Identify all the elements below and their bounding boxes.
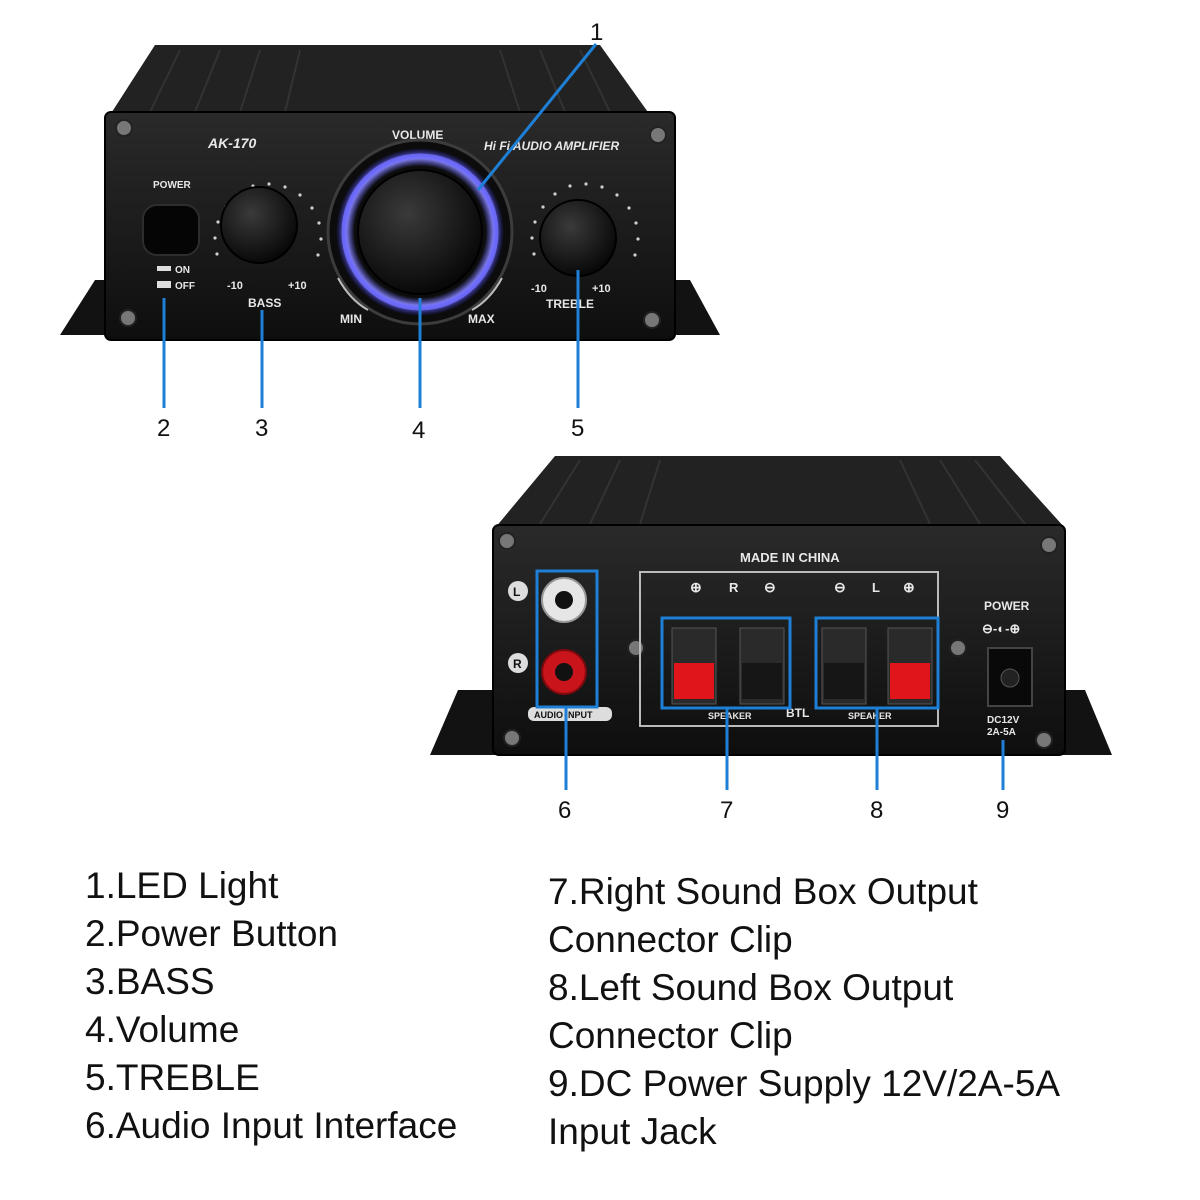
back-power-label: POWER — [984, 599, 1030, 613]
front-callout-lines — [162, 43, 598, 408]
right-speaker-label: SPEAKER — [708, 711, 752, 721]
legend-item: 3.BASS — [85, 961, 215, 1002]
audio-input-label: AUDIO INPUT — [534, 710, 593, 720]
audio-input-badge — [528, 707, 612, 721]
bass-label: BASS — [248, 296, 281, 310]
front-chassis-top — [110, 45, 650, 115]
rca-left-hole — [555, 591, 573, 609]
btl-label: BTL — [786, 706, 809, 720]
bass-knob[interactable] — [220, 186, 298, 264]
dc-rating-1: DC12V — [987, 715, 1020, 726]
volume-max-label: MAX — [468, 312, 495, 326]
legend-item: Connector Clip — [548, 919, 793, 960]
legend-item: 9.DC Power Supply 12V/2A-5A — [548, 1063, 1061, 1104]
treble-dial-dots — [530, 182, 640, 257]
amplifier-diagram: AK-170 Hi Fi AUDIO AMPLIFIER POWER ON OF… — [60, 19, 1112, 824]
legend-item: 1.LED Light — [85, 865, 279, 906]
volume-label: VOLUME — [392, 128, 443, 142]
left-speaker-label: SPEAKER — [848, 711, 892, 721]
input-r-label: R — [513, 657, 522, 671]
model-label: AK-170 — [207, 135, 256, 151]
front-panel-view: AK-170 Hi Fi AUDIO AMPLIFIER POWER ON OF… — [60, 45, 720, 341]
legend-item: Input Jack — [548, 1111, 717, 1152]
input-r-badge — [508, 653, 528, 673]
dc-jack-hole — [1000, 668, 1020, 688]
rca-right-hole — [555, 663, 573, 681]
volume-knob[interactable] — [357, 169, 483, 295]
on-label: ON — [175, 265, 190, 276]
callout-7: 7 — [720, 797, 733, 824]
bass-min-label: -10 — [227, 280, 243, 292]
input-l-label: L — [513, 585, 520, 599]
volume-min-arrow — [337, 277, 369, 311]
callout-1: 1 — [590, 19, 603, 46]
l-channel-label: L — [872, 580, 880, 595]
legend-item: 4.Volume — [85, 1009, 240, 1050]
power-label: POWER — [153, 180, 192, 191]
callout-4: 4 — [412, 417, 425, 444]
callout-5: 5 — [571, 415, 584, 442]
r-minus: ⊖ — [764, 579, 776, 595]
legend-item: Connector Clip — [548, 1015, 793, 1056]
power-button[interactable] — [142, 204, 200, 256]
made-in-label: MADE IN CHINA — [740, 550, 840, 565]
r-plus: ⊕ — [690, 579, 702, 595]
legend-item: 8.Left Sound Box Output — [548, 967, 954, 1008]
on-indicator — [157, 266, 171, 271]
back-screws — [498, 532, 1058, 749]
treble-label: TREBLE — [546, 297, 594, 311]
subtitle-label: Hi Fi AUDIO AMPLIFIER — [484, 139, 619, 153]
callout-3: 3 — [255, 415, 268, 442]
l-minus: ⊖ — [834, 579, 846, 595]
off-indicator — [157, 281, 171, 288]
volume-max-arrow — [471, 277, 503, 311]
treble-max-label: +10 — [592, 283, 611, 295]
legend-item: 7.Right Sound Box Output — [548, 871, 978, 912]
bass-max-label: +10 — [288, 280, 307, 292]
polarity-symbol: ⊖-◐-⊕ — [982, 621, 1020, 636]
legend-right: 7.Right Sound Box Output Connector Clip … — [548, 868, 1060, 1156]
legend-left: 1.LED Light 2.Power Button 3.BASS 4.Volu… — [85, 862, 457, 1150]
callout-9: 9 — [996, 797, 1009, 824]
input-l-badge — [508, 581, 528, 601]
off-label: OFF — [175, 281, 195, 292]
back-panel-view: MADE IN CHINA L R AUDIO INPUT ⊕ R ⊖ ⊖ L … — [430, 456, 1112, 756]
dc-rating-2: 2A-5A — [987, 727, 1016, 738]
legend-item: 5.TREBLE — [85, 1057, 260, 1098]
treble-knob[interactable] — [539, 199, 617, 277]
callout-2: 2 — [157, 415, 170, 442]
legend-item: 2.Power Button — [85, 913, 338, 954]
right-minus-clip[interactable] — [742, 663, 782, 699]
callout-8: 8 — [870, 797, 883, 824]
back-callout-lines — [564, 707, 1005, 790]
volume-min-label: MIN — [340, 312, 362, 326]
l-plus: ⊕ — [903, 579, 915, 595]
left-minus-clip[interactable] — [824, 663, 864, 699]
front-screws — [115, 119, 667, 329]
treble-min-label: -10 — [531, 283, 547, 295]
r-channel-label: R — [729, 580, 739, 595]
left-plus-clip[interactable] — [890, 663, 930, 699]
callout-6: 6 — [558, 797, 571, 824]
right-plus-clip[interactable] — [674, 663, 714, 699]
legend-item: 6.Audio Input Interface — [85, 1105, 458, 1146]
